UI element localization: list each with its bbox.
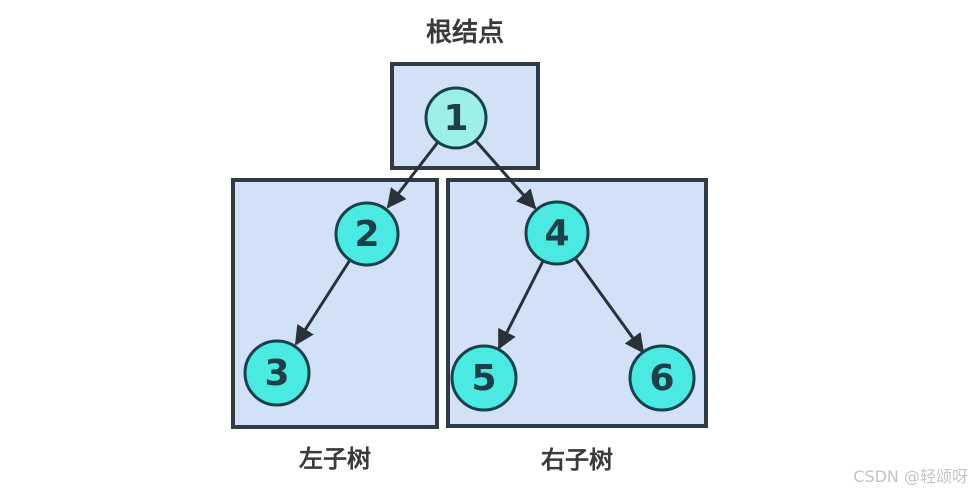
tree-node-2-label: 2 (354, 214, 379, 255)
left-subtree-label: 左子树 (299, 445, 371, 473)
tree-node-1 (424, 86, 488, 150)
tree-node-2 (334, 201, 400, 267)
tree-node-5-label: 5 (471, 358, 496, 399)
right-subtree-label: 右子树 (541, 446, 613, 474)
tree-node-6-label: 6 (649, 358, 674, 399)
tree-node-5 (450, 344, 518, 412)
tree-node-3 (243, 339, 311, 407)
tree-node-3-label: 3 (264, 353, 289, 394)
edge-1-to-4 (474, 140, 537, 210)
tree-node-4-label: 4 (544, 213, 569, 254)
tree-node-4 (524, 200, 590, 266)
edge-1-to-2 (386, 141, 440, 209)
edge-4-to-5 (497, 260, 545, 350)
tree-node-6 (628, 344, 696, 412)
edge-4-to-6 (573, 257, 645, 354)
tree-node-1-label: 1 (443, 98, 468, 139)
edge-2-to-3 (294, 259, 352, 346)
watermark-text: CSDN @轻颂呀 (853, 467, 968, 486)
root-title: 根结点 (426, 17, 504, 48)
